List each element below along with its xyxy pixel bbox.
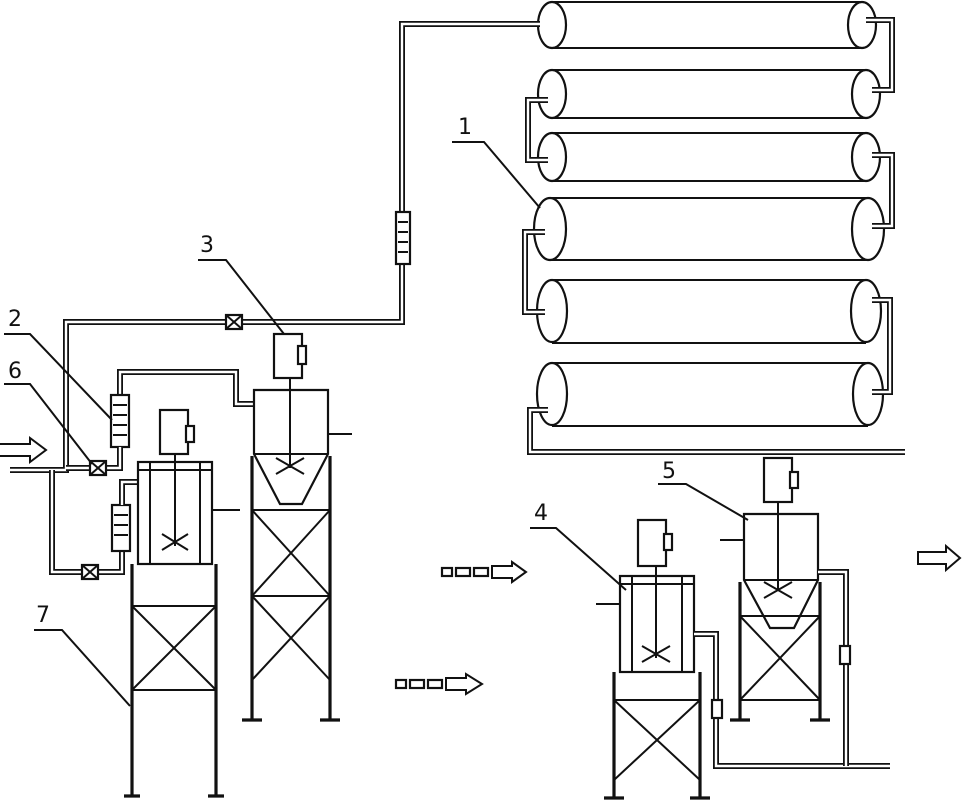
reactor-tube-1	[536, 0, 878, 50]
inlet-arrow	[0, 436, 48, 464]
flow-arrow-mid-upper	[440, 560, 528, 584]
receiving-outlet-valve	[710, 698, 724, 720]
callout-6: 6	[4, 359, 93, 465]
tube-coil-reactor	[522, 0, 905, 455]
separation-outlet-valve	[838, 644, 852, 666]
label-2: 2	[8, 307, 22, 332]
mixing-tank-support	[124, 564, 224, 798]
label-1: 1	[458, 115, 472, 140]
bypass-flow-meter	[110, 503, 132, 553]
premix-tank-support	[242, 456, 340, 722]
callout-4: 4	[530, 501, 627, 591]
separation-tank-support	[730, 582, 830, 722]
callout-2: 2	[4, 307, 113, 421]
label-3: 3	[200, 233, 214, 258]
callout-3: 3	[198, 233, 285, 335]
separation-tank	[720, 456, 852, 766]
mixing-tank-motor	[158, 408, 190, 456]
label-7: 7	[36, 603, 50, 628]
callout-7: 7	[34, 603, 131, 707]
reactor-u-bends	[522, 17, 905, 455]
riser-flow-meter	[394, 210, 412, 266]
receiving-tank-support	[604, 672, 710, 800]
callout-5: 5	[658, 459, 749, 521]
flow-meter	[66, 369, 254, 471]
label-5: 5	[662, 459, 676, 484]
reactor-tube-2	[536, 68, 882, 120]
callout-1: 1	[452, 115, 541, 209]
receiving-tank	[596, 518, 890, 800]
label-4: 4	[534, 501, 548, 526]
feed-pipeline	[10, 21, 540, 473]
label-6: 6	[8, 359, 22, 384]
reactor-tube-5	[535, 278, 883, 344]
reactor-tube-6	[535, 361, 885, 427]
reactor-tube-3	[536, 131, 882, 183]
premix-tank	[242, 332, 352, 722]
mixing-tank	[124, 408, 240, 798]
separation-tank-motor	[762, 456, 794, 504]
bypass-loop	[49, 470, 140, 581]
flow-arrow-mid-lower	[394, 672, 484, 696]
reactor-tube-4	[532, 196, 886, 262]
outlet-arrow	[917, 543, 962, 573]
top-line-valve	[224, 313, 244, 331]
receiving-tank-motor	[636, 518, 668, 568]
